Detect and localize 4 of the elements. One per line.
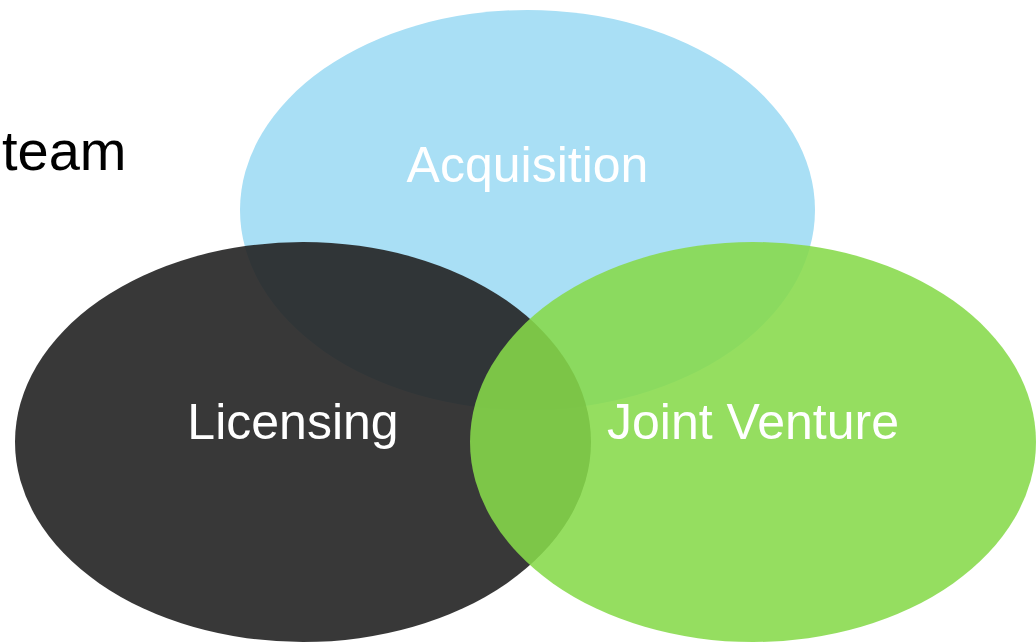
circle-label: Joint Venture bbox=[607, 393, 899, 451]
heading-text: team bbox=[2, 118, 127, 183]
circle-label: Acquisition bbox=[406, 136, 649, 194]
circle-label: Licensing bbox=[187, 393, 399, 451]
